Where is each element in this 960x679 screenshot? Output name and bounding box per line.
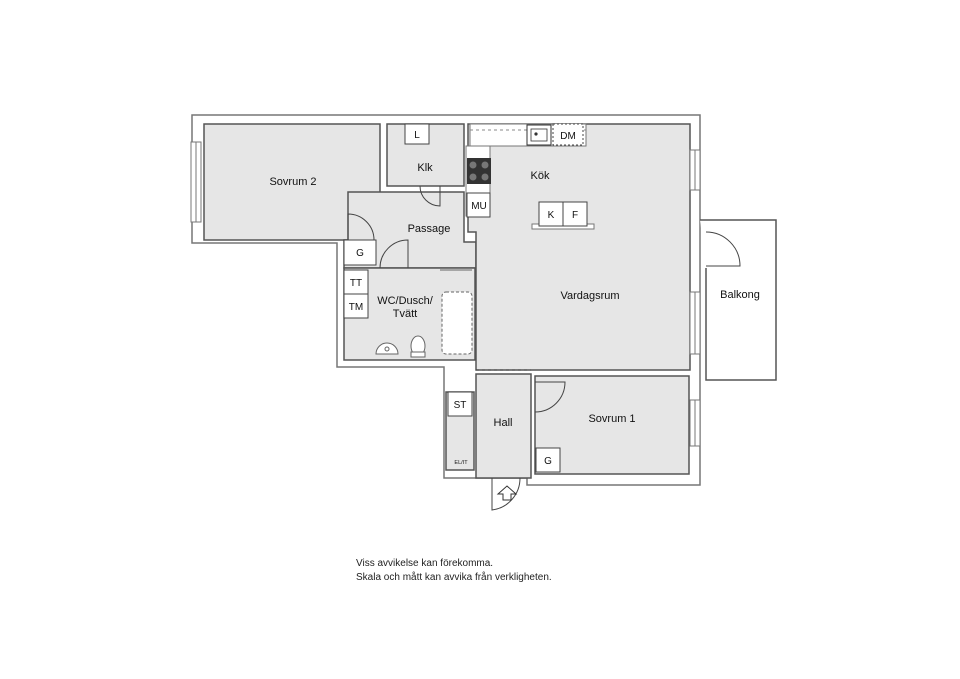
label-sovrum-1: Sovrum 1	[588, 413, 635, 425]
label-tm: TM	[349, 302, 363, 313]
room-hall	[475, 373, 532, 479]
label-mu: MU	[471, 201, 487, 212]
door-wc	[379, 239, 409, 269]
dryer-box	[343, 269, 369, 295]
label-klk: Klk	[417, 162, 433, 174]
linen-closet-box	[404, 123, 430, 145]
label-st: ST	[454, 400, 467, 411]
label-wc-line1: WC/Dusch/	[377, 295, 434, 307]
label-l: L	[414, 130, 420, 141]
balcony	[700, 219, 777, 381]
room-sovrum-1	[534, 375, 690, 475]
dishwasher-box	[552, 123, 584, 146]
label-balkong: Balkong	[720, 289, 760, 301]
label-g-passage: G	[356, 248, 364, 259]
label-dm: DM	[560, 131, 576, 142]
label-g-sovrum-1: G	[544, 456, 552, 467]
label-wc-line2: Tvätt	[393, 308, 417, 320]
label-k: K	[548, 210, 555, 221]
label-f: F	[572, 210, 578, 221]
fridge-box	[538, 201, 564, 227]
freezer-box	[562, 201, 588, 227]
washer-box	[343, 293, 369, 319]
label-hall: Hall	[494, 417, 513, 429]
disclaimer-line-2: Skala och mått kan avvika från verklighe…	[356, 572, 552, 583]
disclaimer-line-1: Viss avvikelse kan förekomma.	[356, 558, 494, 569]
microwave-box	[466, 192, 491, 218]
label-passage: Passage	[408, 223, 451, 235]
label-sovrum-2: Sovrum 2	[269, 176, 316, 188]
door-balkong	[705, 231, 741, 267]
label-el-it: EL/IT	[454, 460, 468, 466]
label-vardagsrum: Vardagsrum	[560, 290, 619, 302]
label-tt: TT	[350, 278, 362, 289]
door-klk	[419, 185, 441, 207]
door-sovrum-2	[347, 213, 375, 241]
label-kok: Kök	[531, 170, 550, 182]
entrance-arrow-icon	[496, 485, 518, 501]
entrance-door	[491, 477, 521, 511]
door-sovrum-1	[534, 381, 566, 413]
bathtub	[441, 291, 473, 355]
room-kok-vardagsrum	[467, 123, 691, 371]
wardrobe-passage-box	[343, 239, 377, 266]
storage-hall-box	[447, 391, 473, 417]
stove	[467, 158, 491, 184]
wardrobe-sovrum1-box	[535, 447, 561, 473]
